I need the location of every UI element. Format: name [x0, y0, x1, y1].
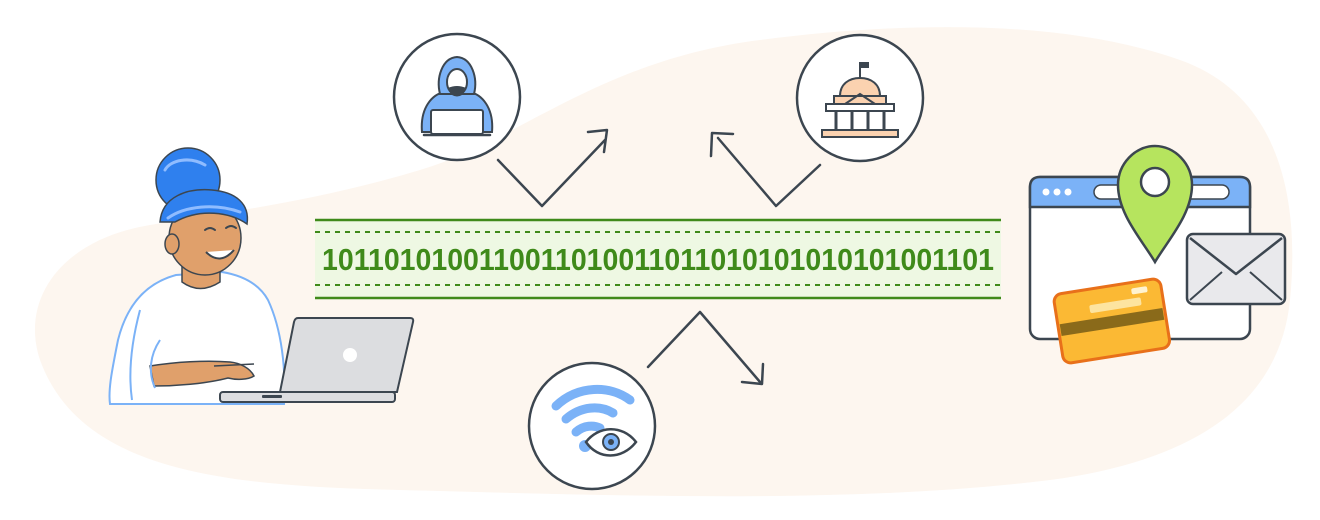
envelope-icon	[1185, 232, 1287, 306]
wifi-arrowhead	[740, 362, 765, 386]
person-arm	[149, 360, 255, 387]
location-pin-icon	[1116, 144, 1194, 265]
government-arrow	[716, 136, 822, 208]
hacker-arrowhead	[586, 128, 609, 154]
wifi-arrow	[646, 310, 762, 384]
government-arrowhead	[709, 131, 735, 158]
hacker-arrow	[496, 138, 607, 208]
credit-card-icon	[1052, 277, 1172, 365]
binary-data-text: 1011010100110011010011011010101010101001…	[322, 242, 994, 277]
data-stream: 1011010100110011010011011010101010101001…	[315, 218, 1001, 300]
government-building-icon	[795, 33, 925, 163]
laptop-icon	[219, 317, 415, 403]
person-illustration	[108, 147, 286, 405]
hacker-icon	[392, 32, 522, 162]
wifi-eye-icon	[527, 361, 657, 491]
intercept-arrows	[496, 128, 822, 386]
